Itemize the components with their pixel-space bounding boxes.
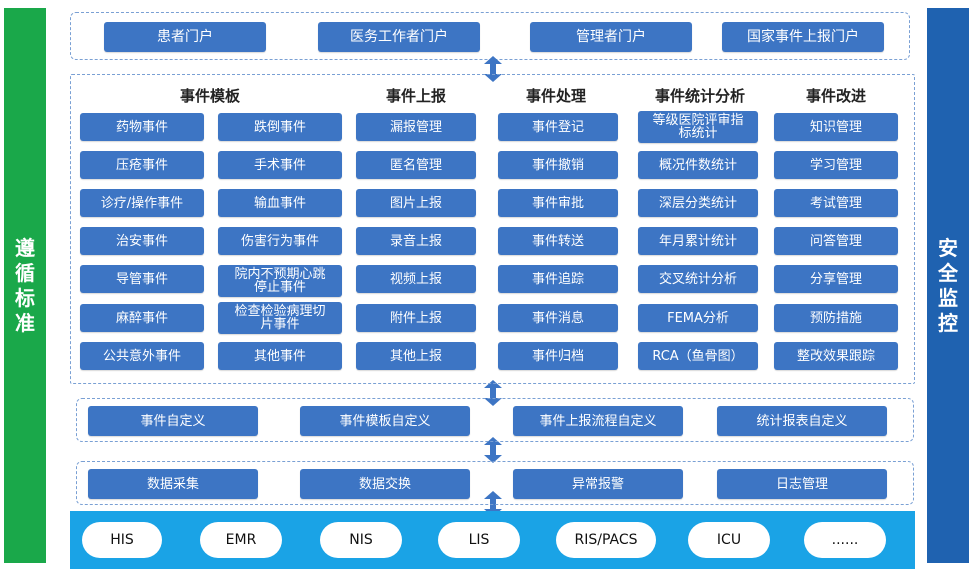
event-processing-heading: 事件处理 (525, 87, 586, 105)
template-cardiac-arrest-event[interactable]: 院内不预期心跳停止事件 (218, 265, 342, 297)
report-image-upload[interactable]: 图片上报 (356, 189, 476, 217)
data-layer (76, 461, 914, 505)
manager-portal-button[interactable]: 管理者门户 (530, 22, 692, 52)
stats-cross-analysis[interactable]: 交叉统计分析 (638, 265, 758, 293)
process-event-register[interactable]: 事件登记 (498, 113, 618, 141)
stats-deep-classification[interactable]: 深层分类统计 (638, 189, 758, 217)
improve-knowledge-management[interactable]: 知识管理 (774, 113, 898, 141)
customization-layer (76, 398, 914, 442)
custom-event-button[interactable]: 事件自定义 (88, 406, 258, 436)
abnormal-alarm-button[interactable]: 异常报警 (513, 469, 683, 499)
security-monitoring-label: 安全监控 (938, 235, 958, 335)
improve-rectification-tracking[interactable]: 整改效果跟踪 (774, 342, 898, 370)
stats-rca-fishbone[interactable]: RCA（鱼骨图） (638, 342, 758, 370)
process-event-revoke[interactable]: 事件撤销 (498, 151, 618, 179)
improve-prevention-measures[interactable]: 预防措施 (774, 304, 898, 332)
main-function-panel (70, 74, 915, 384)
template-harm-event[interactable]: 伤害行为事件 (218, 227, 342, 255)
template-anesthesia-event[interactable]: 麻醉事件 (80, 304, 204, 332)
template-other-event[interactable]: 其他事件 (218, 342, 342, 370)
stats-overview-count[interactable]: 概况件数统计 (638, 151, 758, 179)
template-lab-pathology-event[interactable]: 检查检验病理切片事件 (218, 302, 342, 334)
system-more[interactable]: ...... (804, 522, 886, 558)
data-collection-button[interactable]: 数据采集 (88, 469, 258, 499)
template-security-event[interactable]: 治安事件 (80, 227, 204, 255)
system-nis[interactable]: NIS (320, 522, 402, 558)
template-catheter-event[interactable]: 导管事件 (80, 265, 204, 293)
process-event-approve[interactable]: 事件审批 (498, 189, 618, 217)
improve-qa-management[interactable]: 问答管理 (774, 227, 898, 255)
log-management-button[interactable]: 日志管理 (717, 469, 887, 499)
event-statistics-heading: 事件统计分析 (654, 87, 745, 105)
process-event-message[interactable]: 事件消息 (498, 304, 618, 332)
template-transfusion-event[interactable]: 输血事件 (218, 189, 342, 217)
improve-exam-management[interactable]: 考试管理 (774, 189, 898, 217)
system-his[interactable]: HIS (82, 522, 162, 558)
report-anonymous-management[interactable]: 匿名管理 (356, 151, 476, 179)
system-emr[interactable]: EMR (200, 522, 282, 558)
process-event-transfer[interactable]: 事件转送 (498, 227, 618, 255)
process-event-track[interactable]: 事件追踪 (498, 265, 618, 293)
template-fall-event[interactable]: 跌倒事件 (218, 113, 342, 141)
improve-share-management[interactable]: 分享管理 (774, 265, 898, 293)
system-ris-pacs[interactable]: RIS/PACS (556, 522, 656, 558)
event-templates-heading: 事件模板 (179, 87, 240, 105)
stats-fema-analysis[interactable]: FEMA分析 (638, 304, 758, 332)
template-surgery-event[interactable]: 手术事件 (218, 151, 342, 179)
security-monitoring-banner: 安全监控 (927, 8, 969, 563)
custom-event-template-button[interactable]: 事件模板自定义 (300, 406, 470, 436)
medical-staff-portal-button[interactable]: 医务工作者门户 (318, 22, 480, 52)
patient-portal-button[interactable]: 患者门户 (104, 22, 266, 52)
stats-monthly-cumulative[interactable]: 年月累计统计 (638, 227, 758, 255)
data-exchange-button[interactable]: 数据交换 (300, 469, 470, 499)
report-video-upload[interactable]: 视频上报 (356, 265, 476, 293)
double-arrow-icon (484, 380, 502, 406)
national-report-portal-button[interactable]: 国家事件上报门户 (722, 22, 884, 52)
report-attachment-upload[interactable]: 附件上报 (356, 304, 476, 332)
system-lis[interactable]: LIS (438, 522, 520, 558)
custom-statistics-report-button[interactable]: 统计报表自定义 (717, 406, 887, 436)
stats-hospital-grade-review[interactable]: 等级医院评审指标统计 (638, 111, 758, 143)
template-drug-event[interactable]: 药物事件 (80, 113, 204, 141)
follow-standards-banner: 遵循标准 (4, 8, 46, 563)
report-other-upload[interactable]: 其他上报 (356, 342, 476, 370)
template-public-accident-event[interactable]: 公共意外事件 (80, 342, 204, 370)
system-icu[interactable]: ICU (688, 522, 770, 558)
follow-standards-label: 遵循标准 (15, 235, 35, 335)
event-improvement-heading: 事件改进 (805, 87, 866, 105)
double-arrow-icon (484, 56, 502, 82)
report-audio-upload[interactable]: 录音上报 (356, 227, 476, 255)
report-missed-management[interactable]: 漏报管理 (356, 113, 476, 141)
template-treatment-event[interactable]: 诊疗/操作事件 (80, 189, 204, 217)
custom-report-flow-button[interactable]: 事件上报流程自定义 (513, 406, 683, 436)
improve-learning-management[interactable]: 学习管理 (774, 151, 898, 179)
double-arrow-icon (484, 437, 502, 463)
process-event-archive[interactable]: 事件归档 (498, 342, 618, 370)
template-pressure-ulcer-event[interactable]: 压疮事件 (80, 151, 204, 179)
event-report-heading: 事件上报 (385, 87, 446, 105)
